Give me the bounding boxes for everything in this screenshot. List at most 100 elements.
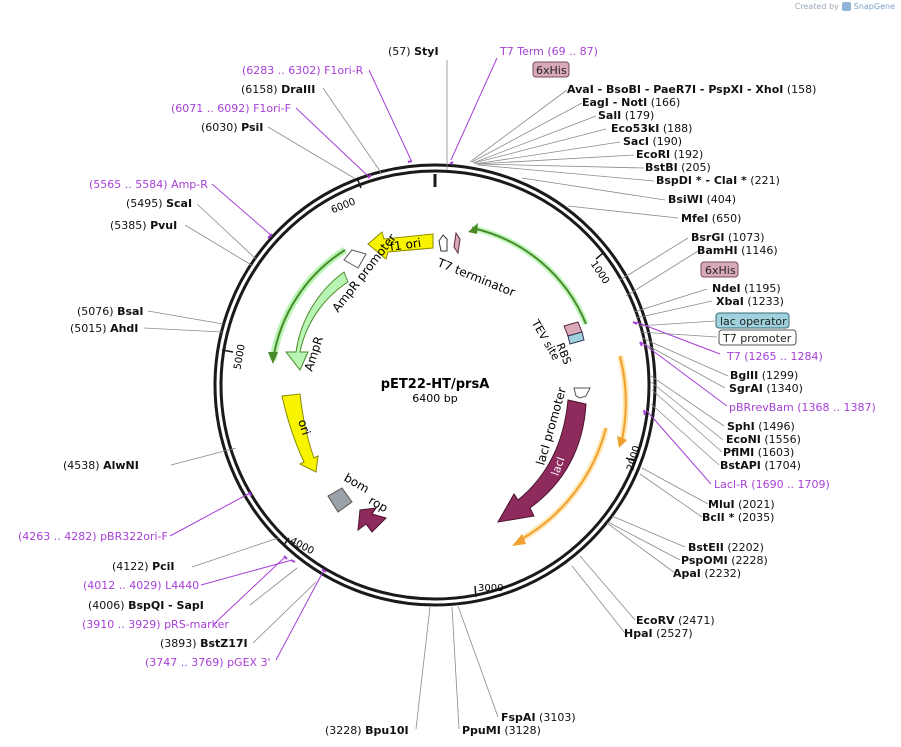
label-ndei: NdeI (1195) <box>712 282 781 295</box>
primer-mark-laci-r <box>643 409 646 416</box>
label-prs-marker: (3910 .. 3929) pRS-marker <box>82 618 229 631</box>
bom-box <box>327 487 353 513</box>
f1-ori-label: f1 ori <box>389 236 422 254</box>
label-pgex3: (3747 .. 3769) pGEX 3' <box>145 656 271 669</box>
label-pflmi: PflMI (1603) <box>723 446 794 459</box>
label-pcii: (4122) PciI <box>112 560 175 573</box>
label-eag-group: EagI - NotI (166) <box>582 96 680 109</box>
label-alwni: (4538) AlwNI <box>63 459 139 472</box>
label-bsrgi: BsrGI (1073) <box>691 231 765 244</box>
laci-promoter-arrow <box>573 387 591 399</box>
tick-2000-mark <box>625 457 636 462</box>
his-right-box <box>700 261 739 278</box>
primer-leader-lines <box>169 57 728 661</box>
label-lac-operator: lac operator <box>720 315 787 328</box>
label-eco53ki: Eco53kI (188) <box>611 122 692 135</box>
primer-mark-t7 <box>632 321 638 325</box>
label-l4440: (4012 .. 4029) L4440 <box>83 579 199 592</box>
ori-arrow <box>281 393 319 473</box>
tick-1000: 1000 <box>588 259 611 286</box>
label-bstbi: BstBI (205) <box>645 161 711 174</box>
label-pspumi: PpuMI (3128) <box>462 724 541 737</box>
primer-mark-prs-marker <box>283 555 288 560</box>
label-his-right: 6xHis <box>705 264 736 277</box>
label-scai: (5495) ScaI <box>126 197 192 210</box>
laci-arrow <box>497 399 587 523</box>
label-t7: T7 (1265 .. 1284) <box>726 350 823 363</box>
f1-ori-arrow <box>367 231 434 260</box>
credit-prefix: Created by <box>794 2 839 11</box>
label-styi: (57) StyI <box>388 45 439 58</box>
tick-4000-mark <box>282 537 290 547</box>
label-mlui: MluI (2021) <box>708 498 775 511</box>
orange-orf-outer-arrow <box>512 534 526 546</box>
t7-promoter-box <box>718 329 797 346</box>
tick-1000-mark <box>595 252 604 260</box>
tick-3000: 3000 <box>478 583 503 594</box>
label-his-top: 6xHis <box>536 64 567 77</box>
label-psii: (6030) PsiI <box>201 121 263 134</box>
upper-right-orf-arrow <box>468 223 478 234</box>
label-pvui: (5385) PvuI <box>110 219 177 232</box>
label-t7-promoter: T7 promoter <box>722 332 792 345</box>
orange-orf-inner <box>619 355 627 441</box>
bom-label: bom <box>342 470 372 495</box>
primer-mark-amp-r <box>267 233 273 239</box>
tick-6000-mark <box>356 177 362 189</box>
tick-3000-mark <box>474 585 477 598</box>
label-fspai: FspAI (3103) <box>501 711 576 724</box>
t7-terminator-shape <box>453 231 461 255</box>
tev-site-label: TEV site <box>528 317 562 363</box>
tick-5000-mark <box>221 349 234 353</box>
label-bglii: BglII (1299) <box>730 369 798 382</box>
label-laci-r: LacI-R (1690 .. 1709) <box>714 478 830 491</box>
orange-orf-outer <box>519 427 607 541</box>
primer-mark-f1ori-r <box>407 160 413 163</box>
t7-terminator-hairpin <box>438 234 448 252</box>
label-t7-term: T7 Term (69 .. 87) <box>499 45 598 58</box>
backbone-inner-ring <box>219 169 651 601</box>
label-pbr322ori-f: (4263 .. 4282) pBR322ori-F <box>18 530 168 543</box>
tick-5000: 5000 <box>233 344 248 371</box>
primer-mark-pbrrevbam <box>639 341 643 347</box>
label-f1ori-f: (6071 .. 6092) F1ori-F <box>171 102 291 115</box>
label-amp-r: (5565 .. 5584) Amp-R <box>89 178 208 191</box>
lac-operator-shape <box>567 331 585 345</box>
ampr-outline <box>272 249 346 361</box>
credit-brand: SnapGene <box>853 2 895 11</box>
label-pspomi: PspOMI (2228) <box>681 554 768 567</box>
label-saci: SacI (190) <box>623 135 682 148</box>
laci-label: lacI <box>549 455 568 477</box>
label-bstz17i: (3893) BstZ17I <box>160 637 248 650</box>
label-bspdi-group: BspDI * - ClaI * (221) <box>656 174 780 187</box>
label-mfei: MfeI (650) <box>681 212 741 225</box>
site-labels: (57) StyI T7 Term (69 .. 87) 6xHis AvaI … <box>18 45 876 737</box>
primer-mark-f1ori-f <box>367 174 372 179</box>
ori-label: ori <box>295 418 313 437</box>
ampr-promoter-label: AmpR promoter <box>329 231 399 315</box>
label-hpai: HpaI (2527) <box>624 627 693 640</box>
leader-lines <box>143 60 729 730</box>
label-bstapi: BstAPI (1704) <box>720 459 801 472</box>
plasmid-size: 6400 bp <box>412 392 457 405</box>
primer-marks <box>248 160 646 573</box>
label-bspqi-group: (4006) BspQI - SapI <box>88 599 204 612</box>
snapgene-logo-icon <box>841 2 851 11</box>
rop-arrow <box>357 507 387 533</box>
label-bsai: (5076) BsaI <box>77 305 144 318</box>
label-ecorv: EcoRV (2471) <box>636 614 715 627</box>
label-econi: EcoNI (1556) <box>726 433 801 446</box>
t7-terminator-label: T7 terminator <box>434 255 517 299</box>
label-bcli: BclI * (2035) <box>702 511 774 524</box>
label-xbai: XbaI (1233) <box>716 295 784 308</box>
label-bamhi: BamHI (1146) <box>697 244 778 257</box>
plasmid-name: pET22-HT/prsA <box>381 377 490 392</box>
label-pbrrevbam: pBRrevBam (1368 .. 1387) <box>729 401 876 414</box>
label-bpu10i: (3228) Bpu10I <box>325 724 409 737</box>
label-sphi: SphI (1496) <box>727 420 795 433</box>
lac-operator-box <box>715 312 790 329</box>
primer-mark-pbr322ori-f <box>248 491 252 497</box>
orange-orf-inner-arrow <box>617 436 627 448</box>
label-ecori: EcoRI (192) <box>636 148 703 161</box>
